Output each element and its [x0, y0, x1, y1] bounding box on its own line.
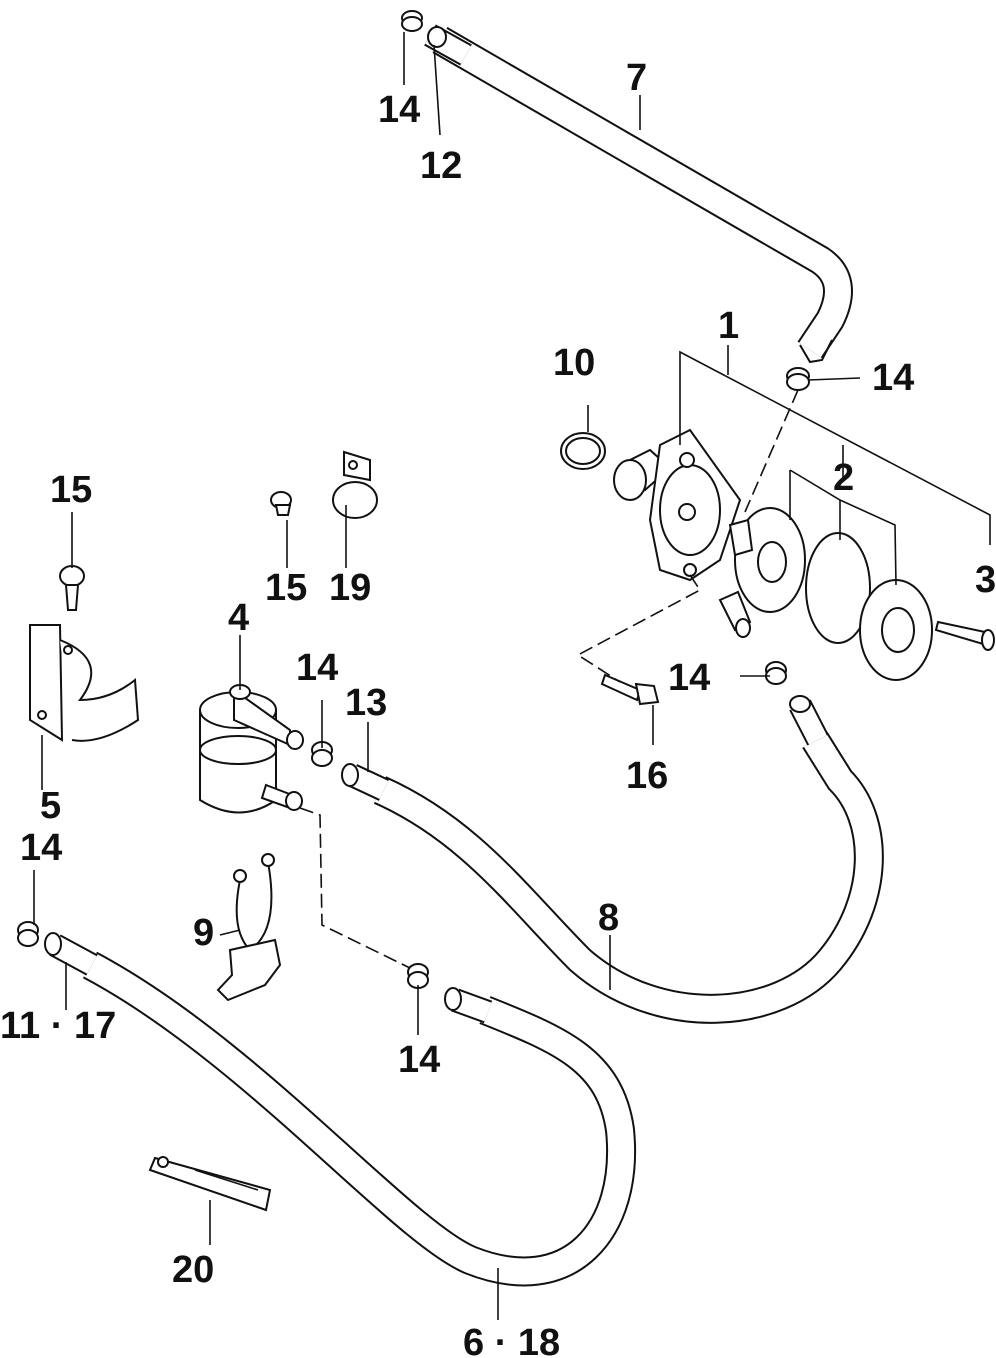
callout-13: 13 — [345, 682, 387, 724]
callout-15-center: 15 — [265, 567, 307, 609]
clip-19 — [332, 450, 378, 519]
callout-19: 19 — [329, 567, 371, 609]
callout-20: 20 — [172, 1249, 214, 1291]
callout-14-filter: 14 — [296, 647, 338, 689]
callout-16: 16 — [626, 755, 668, 797]
callout-5: 5 — [40, 785, 61, 827]
callout-12: 12 — [420, 145, 462, 187]
filter-bracket — [29, 624, 140, 742]
fuel-pump-body — [613, 428, 742, 582]
callout-1: 1 — [718, 305, 739, 347]
callout-7: 7 — [626, 57, 647, 99]
callout-3: 3 — [975, 559, 996, 601]
hose-8 — [341, 695, 884, 1024]
callout-15-left: 15 — [50, 469, 92, 511]
diaphragm — [805, 532, 871, 644]
pump-cover — [859, 579, 933, 681]
callout-9: 9 — [193, 912, 214, 954]
bolt-16 — [600, 673, 660, 706]
callout-14-pump: 14 — [872, 357, 914, 399]
screw-3 — [934, 620, 995, 651]
callout-2: 2 — [833, 457, 854, 499]
hose-clip-9 — [216, 853, 282, 1002]
leader-lines — [33, 32, 991, 1320]
hose-6-18 — [44, 932, 637, 1287]
o-ring-10 — [560, 432, 606, 470]
hose-clamp-pump-outlet — [765, 661, 787, 685]
fuel-filter — [199, 684, 304, 814]
bolt-15-left — [59, 565, 85, 611]
hose-7 — [424, 24, 853, 364]
callout-14-top: 14 — [378, 89, 420, 131]
strap-20 — [148, 1156, 272, 1212]
callout-6-18: 6 · 18 — [463, 1322, 560, 1358]
callout-labels: 14 12 7 1 10 14 2 3 15 15 19 4 14 13 14 … — [0, 57, 996, 1358]
callout-14-lower: 14 — [398, 1039, 440, 1081]
hose-clamp-lower-left — [17, 921, 39, 947]
bolt-15-center — [270, 491, 292, 516]
callout-8: 8 — [598, 897, 619, 939]
hose-clamp-lower-middle — [407, 963, 429, 989]
callout-11-17: 11 · 17 — [0, 1005, 116, 1047]
callout-14-left: 14 — [20, 827, 62, 869]
callout-4: 4 — [228, 597, 249, 639]
hose-clamp-filter — [311, 741, 333, 767]
callout-10: 10 — [553, 342, 595, 384]
pump-middle-housing — [718, 507, 806, 638]
hose-clamp-pump — [786, 367, 810, 391]
hose-clamp-top — [401, 10, 423, 32]
callout-14-pump-outlet: 14 — [668, 657, 710, 699]
